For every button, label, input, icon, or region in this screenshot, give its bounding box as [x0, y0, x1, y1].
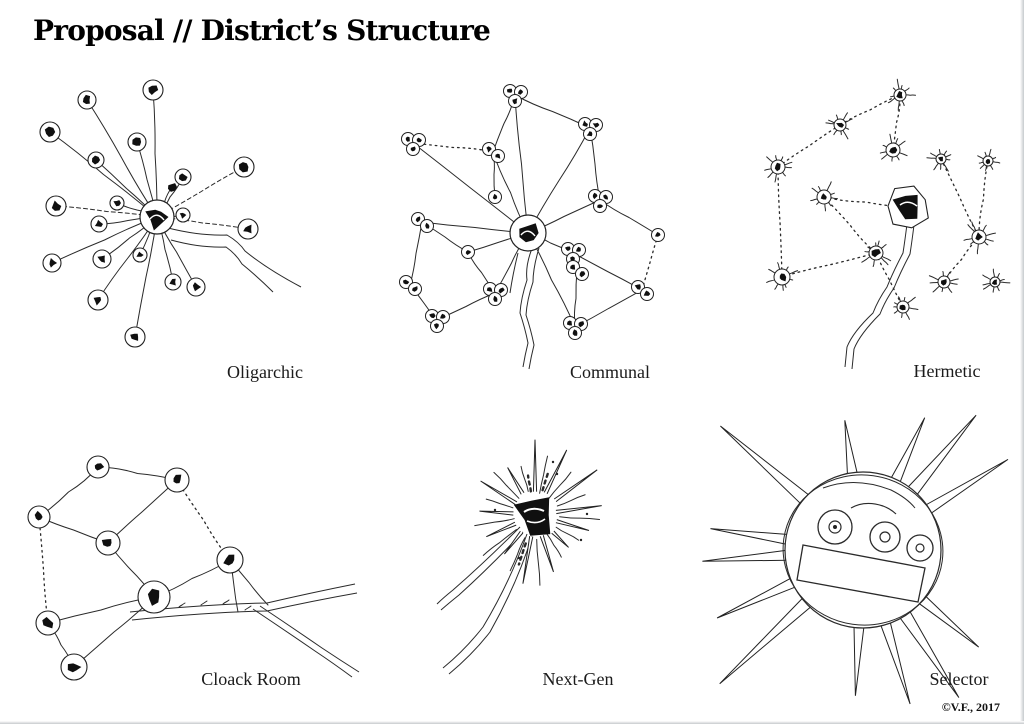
diagram-selector [702, 414, 1009, 705]
diagram-oligarchic [39, 79, 302, 348]
page-title: Proposal // District’s Structure [33, 14, 491, 47]
diagram-label-cloack-room: Cloack Room [201, 669, 301, 689]
diagram-label-hermetic: Hermetic [913, 361, 981, 381]
scan-edge-right [1020, 0, 1024, 724]
diagram-label-communal: Communal [570, 362, 650, 382]
diagram-hermetic [764, 78, 1011, 370]
diagram-communal [399, 84, 665, 370]
diagram-next-gen [436, 439, 602, 675]
diagram-label-next-gen: Next-Gen [542, 669, 614, 689]
diagram-label-selector: Selector [929, 669, 989, 689]
diagram-cloack-room [27, 455, 360, 681]
diagram-label-oligarchic: Oligarchic [227, 362, 303, 382]
copyright-credit: ©V.F., 2017 [941, 700, 1000, 714]
scan-edge-bottom [0, 721, 1024, 724]
